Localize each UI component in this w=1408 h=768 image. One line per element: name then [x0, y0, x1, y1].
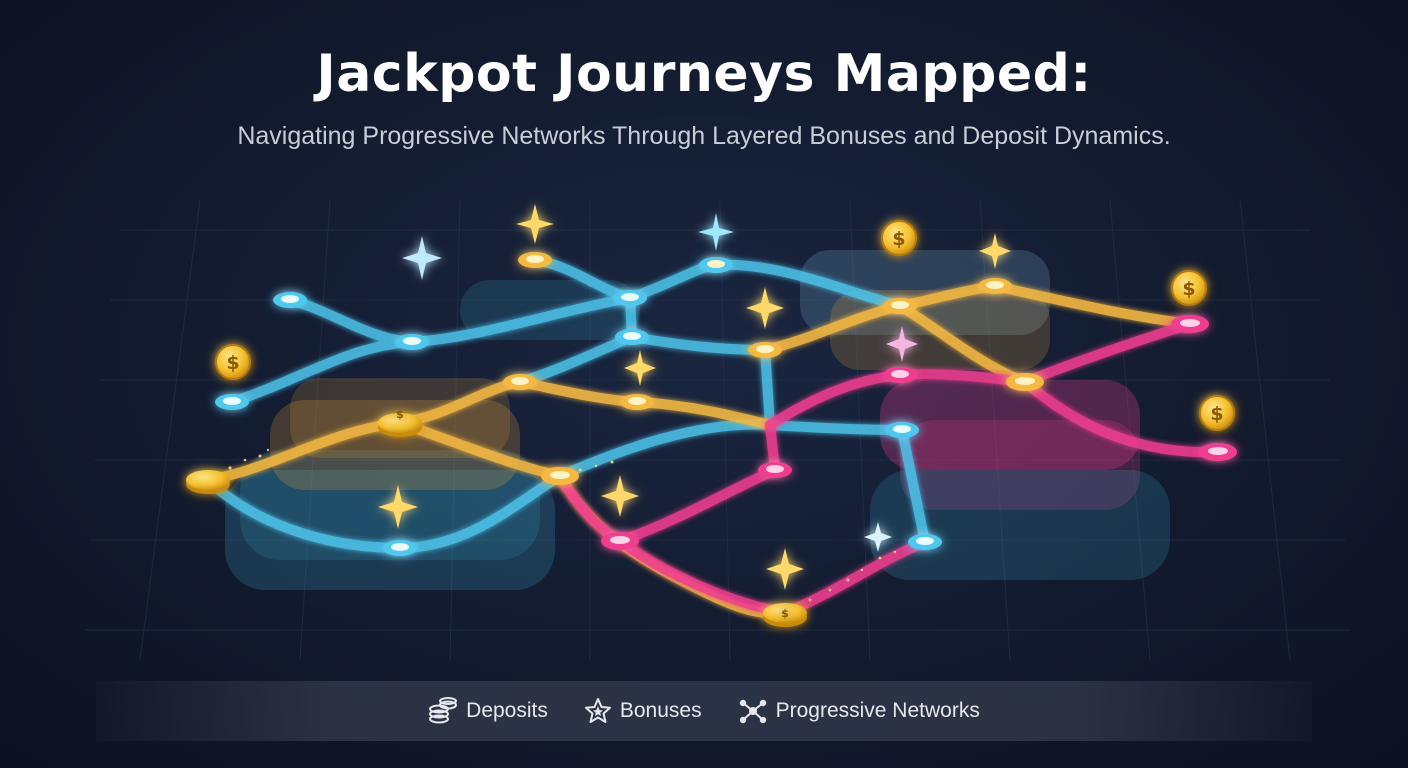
page-subtitle: Navigating Progressive Networks Through …	[237, 122, 1171, 150]
sparkle-icon	[601, 475, 639, 517]
node-gold	[518, 252, 552, 268]
path-nodes	[215, 252, 1237, 556]
node-gold	[503, 374, 537, 390]
coin-stack-icon	[429, 697, 458, 724]
deposit-coin-nodes	[186, 413, 807, 627]
sparkle-icon	[766, 548, 804, 590]
node-blue	[383, 540, 417, 556]
legend: Deposits Bonuses Progressive Networks	[96, 681, 1312, 741]
dollar-sign: $	[781, 607, 789, 620]
node-pink	[1171, 315, 1209, 333]
dollar-sign: $	[226, 352, 239, 374]
node-blue	[699, 257, 733, 273]
sparkle-dust	[228, 448, 897, 602]
node-gold	[883, 298, 917, 314]
node-pink	[883, 367, 917, 383]
dollar-coin-icon: $	[881, 220, 917, 256]
sparkle-icon	[378, 485, 418, 529]
star-icon	[584, 698, 611, 723]
legend-item-progressive-networks: Progressive Networks	[738, 697, 980, 725]
floating-coins: $ $ $ $ $ $	[215, 220, 1235, 620]
dollar-sign: $	[1210, 403, 1223, 425]
sparkle-icon	[624, 350, 656, 386]
dollar-sign: $	[892, 228, 905, 250]
sparkle-icon	[698, 213, 734, 251]
legend-label-deposits: Deposits	[466, 699, 548, 722]
bonus-layers	[225, 250, 1170, 590]
sparkle-icon	[886, 326, 918, 362]
node-gold	[748, 342, 782, 358]
sparkle-icon	[516, 204, 554, 244]
sparkle-icon	[402, 236, 442, 280]
dollar-coin-icon: $	[215, 344, 251, 380]
page-title: Jackpot Journeys Mapped:	[316, 44, 1092, 104]
dollar-sign: $	[1182, 278, 1195, 300]
node-blue	[908, 534, 942, 550]
node-blue	[615, 329, 649, 345]
node-blue	[215, 394, 249, 410]
coin-stack-icon	[763, 603, 807, 627]
node-gold	[1006, 373, 1044, 391]
node-blue	[885, 422, 919, 438]
node-pink	[601, 532, 639, 550]
node-pink	[1199, 443, 1237, 461]
node-blue	[273, 292, 307, 308]
sparkle-icon	[864, 522, 892, 552]
node-gold	[620, 394, 654, 410]
legend-label-progressive-networks: Progressive Networks	[775, 699, 980, 722]
node-pink	[758, 462, 792, 478]
node-blue	[395, 334, 429, 350]
network-icon	[739, 699, 766, 724]
sparkle-icon	[979, 233, 1011, 269]
legend-label-bonuses: Bonuses	[619, 699, 702, 722]
legend-item-bonuses: Bonuses	[584, 697, 702, 725]
legend-item-deposits: Deposits	[428, 697, 548, 725]
dollar-sign: $	[396, 408, 404, 421]
node-gold	[978, 278, 1012, 294]
node-blue	[613, 290, 647, 306]
coin-stack-icon	[186, 470, 230, 494]
dollar-coin-icon: $	[781, 607, 789, 620]
bonus-sparkles	[378, 204, 1011, 590]
coin-stack-icon	[378, 413, 422, 437]
dollar-coin-icon: $	[1199, 395, 1235, 431]
sparkle-icon	[746, 287, 784, 329]
dollar-coin-icon: $	[396, 408, 404, 421]
network-paths-pink	[555, 319, 1223, 618]
dollar-coin-icon: $	[1171, 270, 1207, 306]
node-gold	[541, 467, 579, 485]
